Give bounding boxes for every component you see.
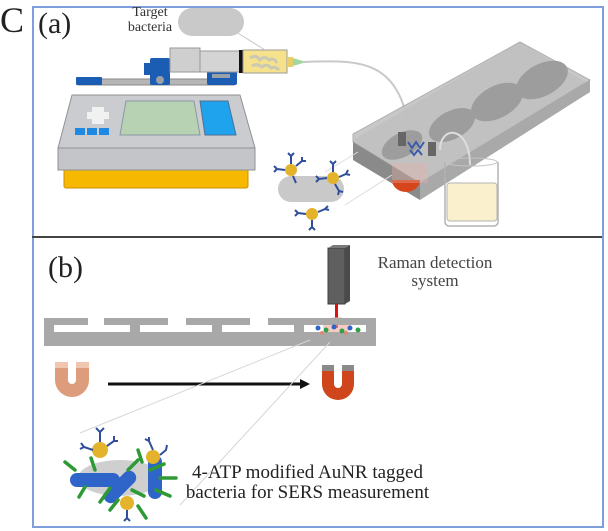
aunr-label: 4-ATP modified AuNR tagged bacteria for … (185, 462, 430, 503)
antibody-tagged-bacterium (273, 151, 393, 231)
pump-button (99, 128, 109, 135)
pump-dpad (87, 107, 109, 124)
figure-frame (32, 6, 604, 528)
pump-front (57, 147, 256, 171)
pump-pusher-screw (156, 76, 164, 84)
syringe (169, 47, 303, 74)
chip-chamber (428, 107, 476, 143)
arrow-head (300, 379, 310, 389)
gold-nanoparticle (285, 164, 297, 176)
gold-nanoparticle (92, 442, 108, 458)
target-bacterium (178, 8, 244, 36)
gold-nanorod (103, 470, 137, 504)
pump-pusher-knob (144, 63, 152, 75)
syringe-needle-tip (293, 58, 303, 66)
pump-base (63, 167, 249, 189)
pump-button (75, 128, 85, 135)
pump-pusher-block (150, 58, 170, 85)
figure-letter: C (0, 0, 25, 40)
gold-nanoparticle (120, 496, 134, 510)
panel-b-label: (b) (48, 251, 83, 284)
chip-chamber (516, 60, 568, 100)
collection-beaker (444, 157, 499, 227)
gold-nanorod (70, 473, 120, 487)
beaker-fluid (446, 182, 498, 222)
syringe-stopper (239, 50, 243, 73)
tagged-bacteria-cluster (63, 427, 178, 522)
antibodies (79, 427, 168, 522)
magnet-end (322, 365, 354, 400)
syringe-plunger (169, 47, 201, 73)
outlet-tubing (439, 131, 471, 166)
chip-chamber (471, 82, 523, 122)
laser-beam (335, 304, 338, 328)
pump-rail-end (76, 77, 102, 85)
chip-magnet (392, 180, 420, 192)
captured-bacteria-in-channel (315, 324, 361, 335)
gold-nanoparticle (306, 208, 318, 220)
syringe-pump (57, 55, 256, 189)
magnet-start (55, 362, 89, 397)
target-bacteria-label: Target bacteria (127, 5, 173, 35)
syringe-bacteria (249, 54, 281, 72)
pump-screen (119, 100, 201, 136)
panel-divider (32, 236, 602, 238)
raman-probe (327, 247, 346, 305)
pump-blue-panel (199, 100, 237, 136)
panel-a-label: (a) (38, 7, 72, 40)
bacterium-body (278, 176, 344, 202)
beaker-glass (444, 162, 499, 227)
antibodies (273, 152, 351, 231)
chip-captured-bacteria (407, 140, 425, 157)
channel-cross-section (44, 318, 376, 346)
syringe-fluid (242, 49, 288, 74)
4-atp-ligands (63, 448, 178, 520)
raman-label: Raman detection system (377, 253, 493, 290)
gold-nanoparticle (146, 450, 160, 464)
syringe-barrel-empty (199, 50, 241, 73)
gold-nanoparticle (327, 172, 339, 184)
microfluidic-chip (352, 41, 592, 200)
pump-button (87, 128, 97, 135)
